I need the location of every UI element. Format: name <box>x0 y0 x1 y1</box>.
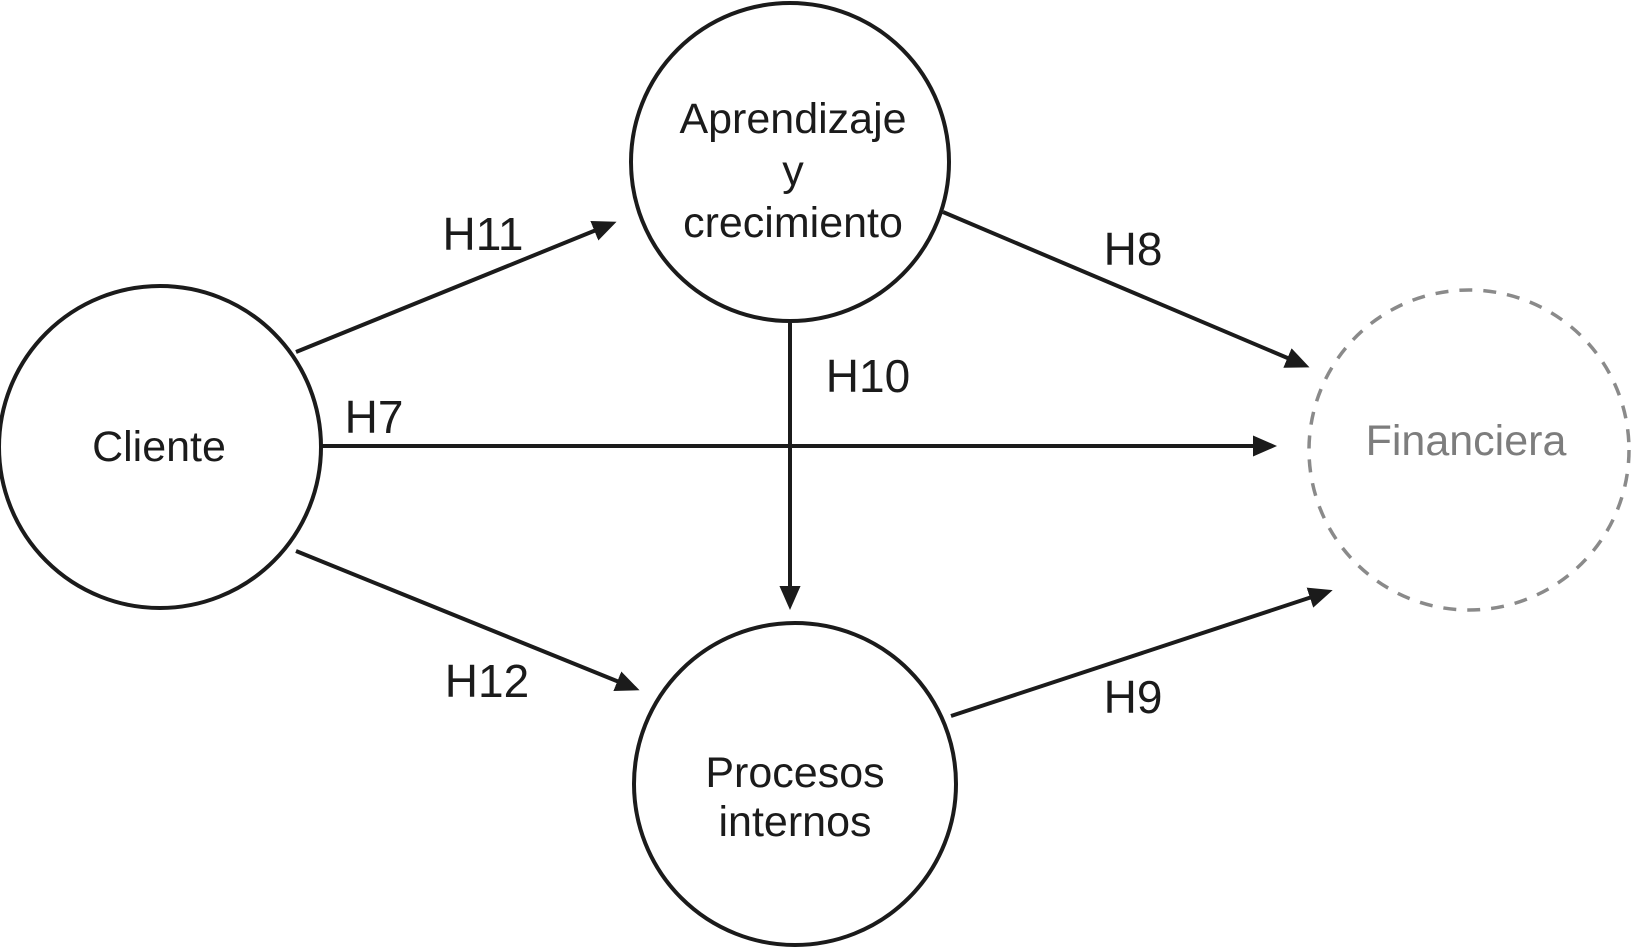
node-procesos-circle <box>632 621 958 947</box>
node-financiera-label: Financiera <box>1366 417 1567 465</box>
edge-h8-arrow <box>942 210 1310 368</box>
edge-h9-arrow <box>950 587 1333 718</box>
node-financiera-circle <box>1307 288 1631 612</box>
node-cliente: Cliente <box>0 284 323 610</box>
edge-h7-label: H7 <box>345 391 404 443</box>
node-cliente-circle <box>0 284 323 610</box>
node-aprendizaje-label-line2: y <box>782 147 804 195</box>
edge-h11-arrow <box>295 220 617 354</box>
edges-layer <box>295 210 1333 718</box>
edge-h8-label: H8 <box>1104 223 1163 275</box>
edge-h10-label: H10 <box>826 350 910 402</box>
edge-h12-label: H12 <box>445 655 529 707</box>
node-aprendizaje-label-line3: crecimiento <box>683 199 903 247</box>
edge-h12-arrow <box>295 549 640 692</box>
edge-labels-layer: H11 H7 H12 H10 H8 H9 <box>345 208 1163 723</box>
node-procesos-label-line2: internos <box>719 798 872 846</box>
node-aprendizaje-y-crecimiento: Aprendizaje y crecimiento <box>629 1 951 323</box>
node-aprendizaje-label-line1: Aprendizaje <box>679 95 906 143</box>
edge-h9-label: H9 <box>1104 671 1163 723</box>
node-procesos-label-line1: Procesos <box>705 749 884 797</box>
node-cliente-label: Cliente <box>92 423 226 471</box>
node-procesos-internos: Procesos internos <box>632 621 958 947</box>
node-financiera: Financiera <box>1307 288 1631 612</box>
node-aprendizaje-circle <box>629 1 951 323</box>
edge-h11-label: H11 <box>443 208 524 260</box>
